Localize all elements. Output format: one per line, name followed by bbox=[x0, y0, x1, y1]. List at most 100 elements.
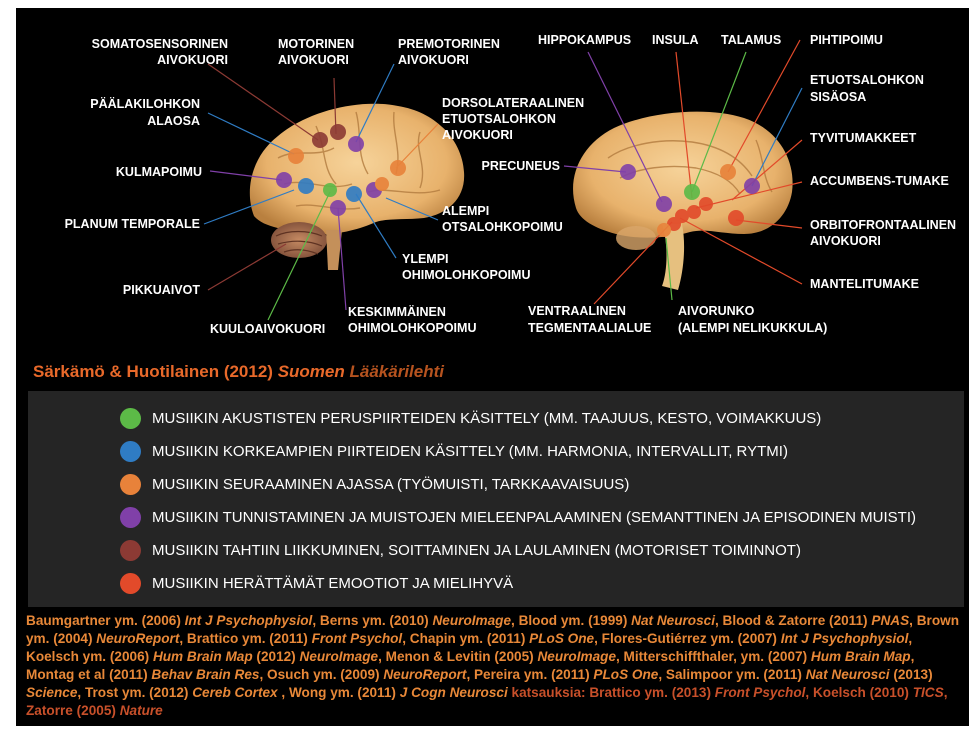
legend-text: MUSIIKIN SEURAAMINEN AJASSA (TYÖMUISTI, … bbox=[152, 476, 629, 493]
reference-text: , Chapin ym. (2011) bbox=[402, 631, 529, 646]
medial-cerebellum bbox=[616, 226, 656, 250]
label-etuotsalohkon-sisaosa: ETUOTSALOHKONSISÄOSA bbox=[810, 73, 924, 104]
label-hippokampus: HIPPOKAMPUS bbox=[538, 33, 631, 47]
reference-text: , Menon & Levitin (2005) bbox=[378, 649, 537, 664]
dot-tyvitumakkeet bbox=[699, 197, 713, 211]
reference-journal: PNAS bbox=[871, 613, 909, 628]
reference-journal: Hum Brain Map bbox=[811, 649, 911, 664]
dot-accumbens bbox=[687, 205, 701, 219]
dot-somatosensorinen bbox=[312, 132, 328, 148]
legend-color-dot bbox=[120, 474, 141, 495]
dot-motorinen bbox=[330, 124, 346, 140]
reference-journal: NeuroImage bbox=[432, 613, 511, 628]
dot-pihtipoimu bbox=[720, 164, 736, 180]
legend-color-dot bbox=[120, 573, 141, 594]
reference-journal: Int J Psychophysiol bbox=[185, 613, 313, 628]
label-aivorunko: AIVORUNKO(ALEMPI NELIKUKKULA) bbox=[678, 304, 827, 335]
dot-talamus bbox=[684, 184, 700, 200]
reference-text: , Koelsch (2010) bbox=[805, 685, 912, 700]
reference-text: (2012) bbox=[253, 649, 300, 664]
legend-text: MUSIIKIN TUNNISTAMINEN JA MUISTOJEN MIEL… bbox=[152, 509, 916, 526]
reference-text: , Salimpoor ym. (2011) bbox=[658, 667, 805, 682]
reference-journal: Nat Neurosci bbox=[806, 667, 890, 682]
reference-journal: NeuroReport bbox=[96, 631, 179, 646]
line-pikkuaivot bbox=[208, 244, 286, 290]
dot-hippokampus bbox=[656, 196, 672, 212]
label-talamus: TALAMUS bbox=[721, 33, 781, 47]
color-legend: MUSIIKIN AKUSTISTEN PERUSPIIRTEIDEN KÄSI… bbox=[28, 391, 964, 607]
reference-journal: Science bbox=[26, 685, 77, 700]
reference-text: (2013) bbox=[890, 667, 933, 682]
legend-item: MUSIIKIN SEURAAMINEN AJASSA (TYÖMUISTI, … bbox=[120, 469, 629, 499]
reference-journal: PLoS One bbox=[529, 631, 594, 646]
reference-text: Baumgartner ym. (2006) bbox=[26, 613, 185, 628]
dot-vta bbox=[657, 223, 671, 237]
dot-kuuloaivokuori bbox=[323, 183, 337, 197]
legend-color-dot bbox=[120, 441, 141, 462]
reference-text: , Berns ym. (2010) bbox=[312, 613, 432, 628]
label-pihtipoimu: PIHTIPOIMU bbox=[810, 33, 883, 47]
reference-journal: Nature bbox=[120, 703, 163, 718]
source-citation: Särkämö & Huotilainen (2012) Suomen Lääk… bbox=[33, 362, 444, 382]
legend-item: MUSIIKIN TAHTIIN LIIKKUMINEN, SOITTAMINE… bbox=[120, 535, 801, 565]
label-mantelitumake: MANTELITUMAKE bbox=[810, 277, 919, 291]
legend-text: MUSIIKIN HERÄTTÄMÄT EMOOTIOT JA MIELIHYV… bbox=[152, 575, 513, 592]
dot-keskimmainen bbox=[330, 200, 346, 216]
reference-journal: TICS bbox=[913, 685, 944, 700]
lateral-brain-shape bbox=[250, 104, 464, 235]
line-somatosensorinen bbox=[208, 64, 318, 140]
label-pikkuaivot: PIKKUAIVOT bbox=[123, 283, 200, 297]
reference-journal: Hum Brain Map bbox=[153, 649, 253, 664]
reference-list: Baumgartner ym. (2006) Int J Psychophysi… bbox=[26, 612, 964, 720]
reference-text: , Trost ym. (2012) bbox=[77, 685, 192, 700]
label-precuneus: PRECUNEUS bbox=[482, 159, 561, 173]
reference-journal: Int J Psychophysiol bbox=[781, 631, 909, 646]
reference-journal: Cereb Cortex bbox=[192, 685, 277, 700]
legend-item: MUSIIKIN TUNNISTAMINEN JA MUISTOJEN MIEL… bbox=[120, 502, 916, 532]
citation-authors: Särkämö & Huotilainen (2012) bbox=[33, 362, 273, 381]
legend-color-dot bbox=[120, 540, 141, 561]
reference-text: , Blood ym. (1999) bbox=[511, 613, 631, 628]
dot-paalakilohkon bbox=[288, 148, 304, 164]
legend-text: MUSIIKIN TAHTIIN LIIKKUMINEN, SOITTAMINE… bbox=[152, 542, 801, 559]
medial-brain-view bbox=[573, 112, 793, 290]
legend-item: MUSIIKIN KORKEAMPIEN PIIRTEIDEN KÄSITTEL… bbox=[120, 436, 788, 466]
reference-text: , Brattico ym. (2011) bbox=[179, 631, 311, 646]
reference-journal: Front Psychol bbox=[715, 685, 806, 700]
legend-color-dot bbox=[120, 507, 141, 528]
dot-ylempi-ohimo bbox=[346, 186, 362, 202]
reference-journal: J Cogn Neurosci bbox=[400, 685, 508, 700]
label-accumbens-tumake: ACCUMBENS-TUMAKE bbox=[810, 174, 949, 188]
reference-journal: NeuroReport bbox=[383, 667, 466, 682]
brain-diagram: SOMATOSENSORINENAIVOKUORI MOTORINENAIVOK… bbox=[16, 8, 969, 358]
reference-journal: NeuroImage bbox=[537, 649, 616, 664]
reference-journal: Nat Neurosci bbox=[631, 613, 715, 628]
reference-journal: Front Psychol bbox=[312, 631, 403, 646]
citation-journal-part1: Suomen bbox=[278, 362, 345, 381]
reference-journal: PLoS One bbox=[593, 667, 658, 682]
dot-etuotsalohkon bbox=[744, 178, 760, 194]
reference-journal: Behav Brain Res bbox=[151, 667, 259, 682]
label-kuuloaivokuori: KUULOAIVOKUORI bbox=[210, 322, 325, 336]
legend-text: MUSIIKIN AKUSTISTEN PERUSPIIRTEIDEN KÄSI… bbox=[152, 410, 821, 427]
cerebellum-shape bbox=[271, 222, 327, 258]
label-insula: INSULA bbox=[652, 33, 699, 47]
reference-text: , Pereira ym. (2011) bbox=[466, 667, 593, 682]
label-kulmapoimu: KULMAPOIMU bbox=[116, 165, 202, 179]
dot-alempi-otsa-2 bbox=[375, 177, 389, 191]
citation-journal-part2: Lääkärilehti bbox=[350, 362, 445, 381]
reference-journal: NeuroImage bbox=[300, 649, 379, 664]
dot-dorsolateraalinen bbox=[390, 160, 406, 176]
dot-planum bbox=[298, 178, 314, 194]
